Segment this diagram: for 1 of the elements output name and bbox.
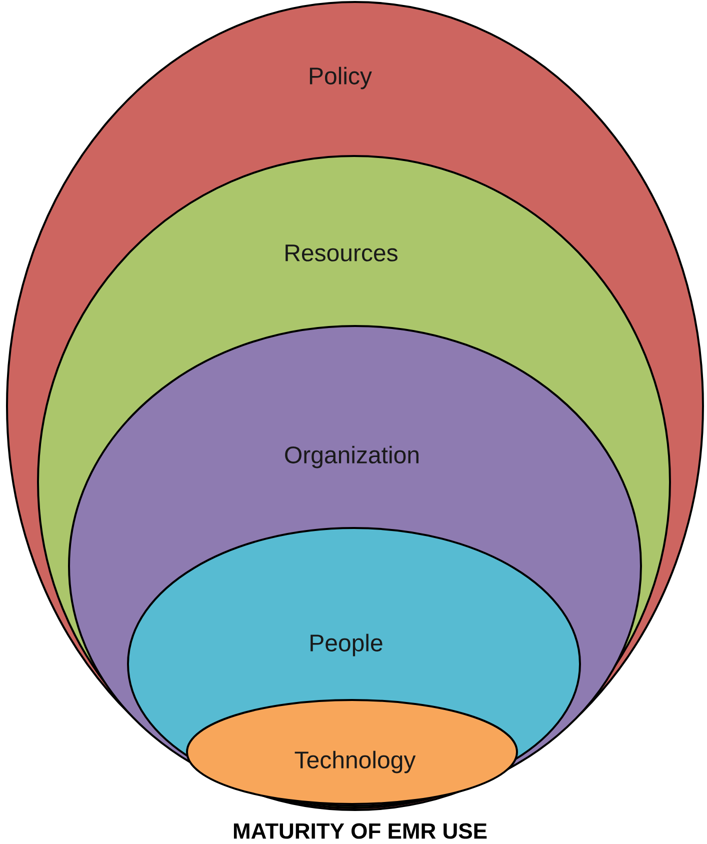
title: MATURITY OF EMR USE: [234, 823, 487, 839]
